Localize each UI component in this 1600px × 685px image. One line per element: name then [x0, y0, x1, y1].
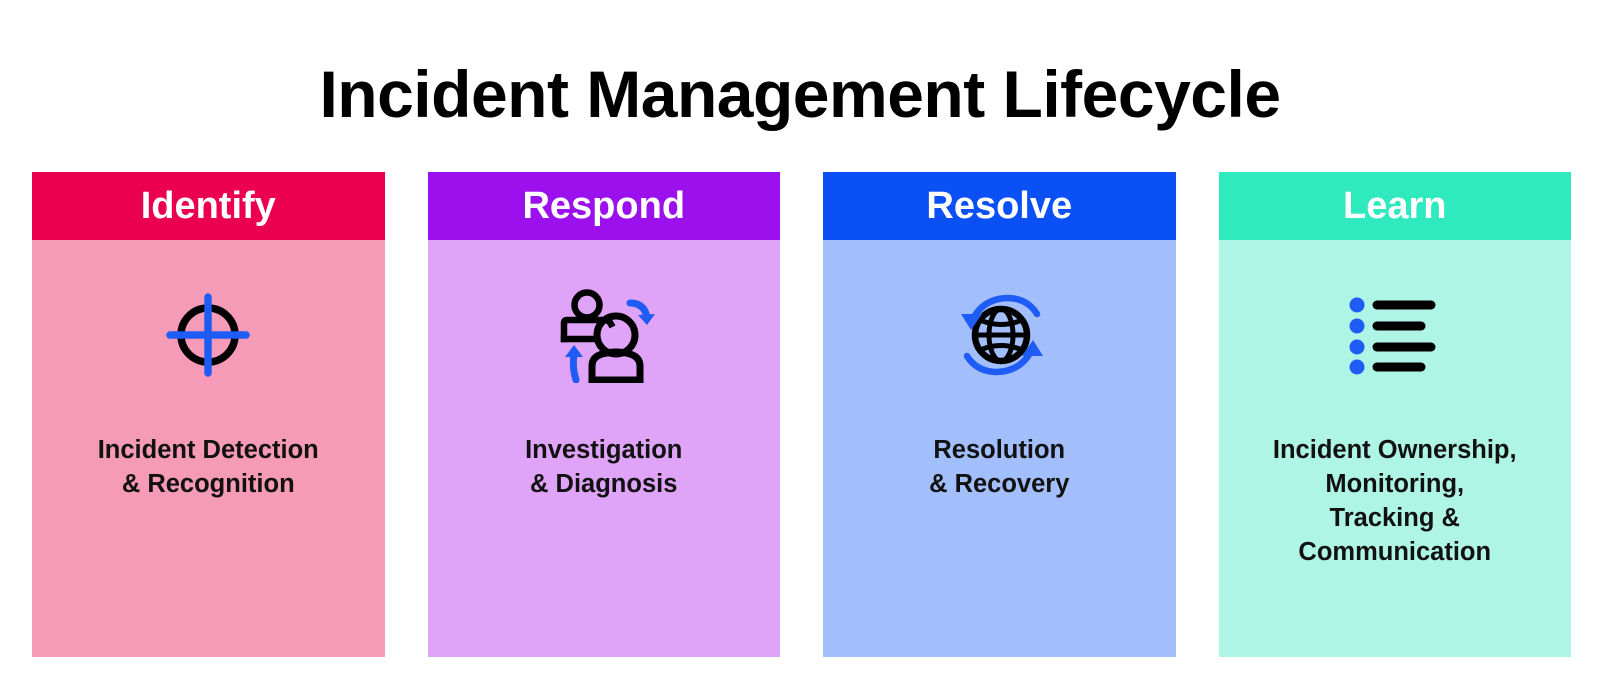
stage-description-resolve: Resolution & Recovery: [929, 436, 1070, 498]
stage-title-learn: Learn: [1343, 185, 1447, 227]
stage-card-identify[interactable]: Identify Incident Detection & Recognitio…: [32, 172, 385, 657]
stage-body-respond: Investigation & Diagnosis: [427, 240, 781, 657]
crosshair-target-icon: [32, 287, 385, 383]
stage-body-learn: Incident Ownership, Monitoring, Tracking…: [1218, 240, 1572, 657]
stage-body-resolve: Resolution & Recovery: [823, 240, 1176, 657]
stage-card-learn[interactable]: Learn Incident Ownership, Monitoring, Tr…: [1218, 172, 1572, 657]
stage-description-learn: Incident Ownership, Monitoring, Tracking…: [1272, 436, 1517, 566]
stage-title-identify: Identify: [140, 185, 276, 227]
stage-description-identify: Incident Detection & Recognition: [97, 436, 319, 498]
people-handoff-icon: [428, 287, 781, 383]
stage-description-respond: Investigation & Diagnosis: [525, 436, 683, 498]
bullet-list-icon: [1219, 287, 1572, 383]
page-title: Incident Management Lifecycle: [319, 57, 1281, 132]
stage-card-respond[interactable]: Respond I: [427, 172, 781, 657]
lifecycle-stage-cards: Identify Incident Detection & Recognitio…: [32, 172, 1571, 657]
stage-header-respond: Respond: [427, 172, 780, 240]
stage-card-resolve[interactable]: Resolve Resolution & Recovery: [823, 172, 1176, 657]
stage-header-identify: Identify: [32, 172, 385, 240]
stage-header-resolve: Resolve: [823, 172, 1176, 240]
stage-title-respond: Respond: [522, 185, 686, 227]
stage-body-identify: Incident Detection & Recognition: [32, 240, 385, 657]
globe-refresh-icon: [823, 287, 1176, 383]
stage-header-learn: Learn: [1218, 172, 1571, 240]
stage-title-resolve: Resolve: [926, 185, 1073, 227]
